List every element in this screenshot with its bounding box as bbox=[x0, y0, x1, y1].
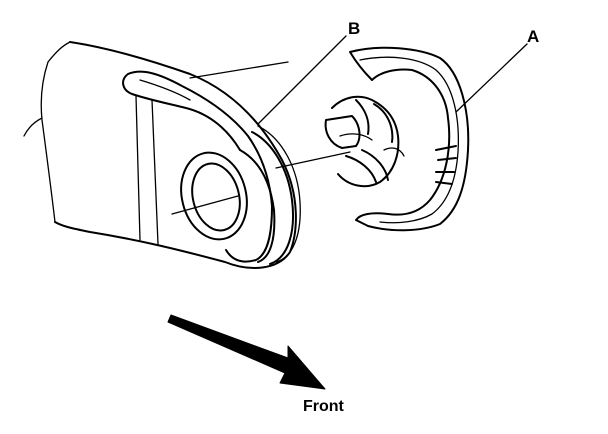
bushing-part-a bbox=[324, 46, 470, 232]
leader-line-a bbox=[455, 43, 528, 113]
front-direction-label: Front bbox=[303, 398, 345, 415]
label-a: A bbox=[527, 27, 539, 46]
leader-line-b bbox=[257, 35, 347, 125]
label-b: B bbox=[348, 19, 360, 38]
arrow-right-down-icon bbox=[167, 314, 326, 390]
control-arm bbox=[23, 41, 351, 269]
